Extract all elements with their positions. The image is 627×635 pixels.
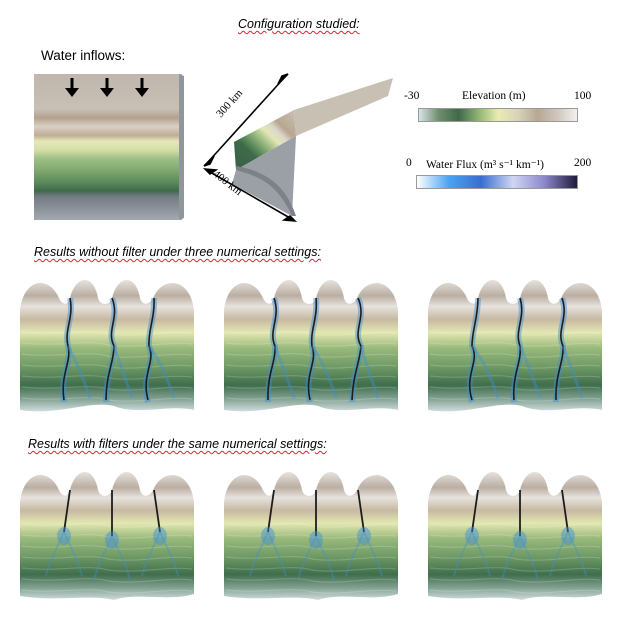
water-flow bbox=[153, 527, 167, 545]
water-flow bbox=[513, 531, 527, 549]
flux-min: 0 bbox=[406, 157, 412, 169]
result-filter-1 bbox=[20, 472, 194, 600]
section-heading-no-filter: Results without filter under three numer… bbox=[34, 245, 321, 259]
river-channel bbox=[267, 489, 275, 533]
water-flow bbox=[66, 345, 92, 399]
river-channel bbox=[63, 489, 71, 533]
river-channel bbox=[105, 297, 116, 401]
water-flow bbox=[297, 535, 317, 581]
result-filter-3 bbox=[428, 472, 602, 600]
domain-3d-view bbox=[202, 73, 393, 222]
elevation-max: 100 bbox=[574, 90, 592, 102]
flux-gradient bbox=[416, 175, 578, 189]
water-flow bbox=[453, 531, 473, 577]
river-channel bbox=[471, 489, 479, 533]
water-flow bbox=[345, 531, 365, 577]
water-flow bbox=[359, 345, 380, 399]
result-no-filter-2 bbox=[224, 280, 398, 412]
river-channel bbox=[555, 297, 565, 401]
result-filter-2 bbox=[224, 472, 398, 600]
page-title: Configuration studied: bbox=[238, 17, 360, 31]
water-flow bbox=[519, 535, 539, 581]
water-flow bbox=[501, 535, 521, 581]
elevation-min: -30 bbox=[404, 90, 420, 102]
terrain-surface bbox=[428, 280, 602, 412]
water-flow bbox=[105, 531, 119, 549]
dimension-arrows bbox=[202, 73, 298, 222]
water-flow bbox=[147, 345, 176, 399]
water-flow bbox=[267, 531, 287, 577]
water-flow bbox=[518, 345, 542, 399]
elevation-gradient bbox=[418, 108, 578, 122]
water-flow bbox=[310, 345, 338, 399]
river-channel bbox=[468, 297, 479, 401]
water-flow bbox=[112, 345, 134, 399]
flux-max: 200 bbox=[574, 157, 592, 169]
water-flow bbox=[141, 531, 161, 577]
result-no-filter-1 bbox=[20, 280, 194, 412]
water-flow bbox=[57, 527, 71, 545]
water-flow bbox=[363, 531, 383, 577]
water-flow bbox=[249, 531, 269, 577]
river-channel bbox=[62, 297, 72, 401]
terrain-surface bbox=[224, 472, 398, 600]
river-channel bbox=[145, 297, 155, 401]
water-flow bbox=[549, 531, 569, 577]
inflows-label: Water inflows: bbox=[41, 48, 126, 63]
water-flow bbox=[465, 527, 479, 545]
water-flow bbox=[567, 531, 587, 577]
result-no-filter-3 bbox=[428, 280, 602, 412]
water-flow bbox=[93, 535, 113, 581]
domain-flat-view bbox=[34, 74, 184, 220]
elevation-label: Elevation (m) bbox=[462, 90, 526, 102]
inflow-arrow-icon bbox=[65, 78, 149, 97]
water-flow bbox=[470, 345, 500, 399]
water-flow bbox=[261, 527, 275, 545]
flux-label: Water Flux (m³ s⁻¹ km⁻¹) bbox=[426, 159, 545, 171]
river-channel bbox=[267, 297, 277, 401]
water-flow bbox=[111, 535, 131, 581]
river-channel bbox=[561, 489, 569, 533]
section-heading-filter: Results with filters under the same nume… bbox=[28, 437, 327, 451]
river-channel bbox=[357, 489, 365, 533]
river-channel bbox=[153, 489, 161, 533]
water-flow bbox=[357, 527, 371, 545]
water-flow bbox=[315, 535, 335, 581]
water-flow bbox=[63, 531, 83, 577]
water-flow bbox=[45, 531, 65, 577]
water-flow bbox=[561, 345, 584, 399]
water-flow bbox=[471, 531, 491, 577]
water-flow bbox=[159, 531, 179, 577]
water-flow bbox=[273, 345, 296, 399]
terrain-surface bbox=[428, 472, 602, 600]
river-channel bbox=[307, 297, 318, 401]
river-channel bbox=[512, 297, 523, 401]
terrain-surface bbox=[20, 472, 194, 600]
river-channel bbox=[351, 297, 362, 401]
water-flow bbox=[561, 527, 575, 545]
water-flow bbox=[309, 531, 323, 549]
